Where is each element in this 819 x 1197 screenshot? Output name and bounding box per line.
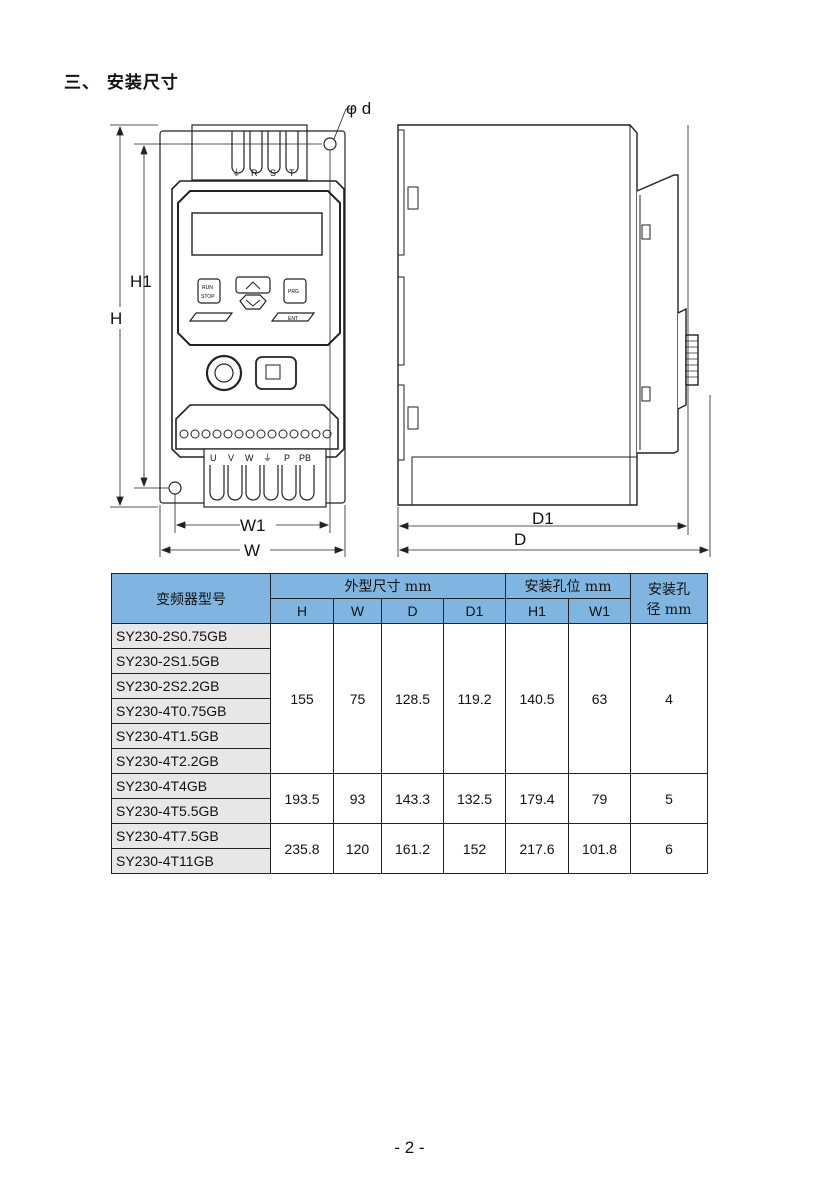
down-button[interactable] [239, 294, 267, 310]
cell-d: 143.3 [381, 773, 444, 824]
cell-h: 155 [270, 623, 334, 774]
cell-h: 235.8 [270, 823, 334, 874]
mounting-hole-top [323, 137, 337, 151]
h-label: H [110, 309, 122, 328]
col-w1: W1 [568, 598, 631, 624]
stop-label: STOP [201, 294, 215, 300]
header-hole-diameter: 安装孔 径 mm [630, 573, 708, 624]
table-row: SY230-2S1.5GB [111, 648, 708, 674]
cell-h1: 217.6 [505, 823, 569, 874]
model-name: SY230-4T11GB [111, 848, 271, 874]
cell-hole: 5 [630, 773, 708, 824]
table-row: SY230-4T0.75GB [111, 698, 708, 724]
cell-w1: 79 [568, 773, 631, 824]
up-button[interactable] [235, 276, 271, 294]
col-d1: D1 [443, 598, 506, 624]
header-outer-dims: 外型尺寸 mm [270, 573, 506, 599]
h1-label: H1 [130, 272, 152, 291]
table-row: SY230-4T11GB [111, 848, 708, 874]
table-row: SY230-4T5.5GB [111, 798, 708, 824]
potentiometer-knob[interactable] [205, 354, 243, 392]
terminal-label: U [210, 453, 217, 463]
run-stop-button[interactable] [197, 278, 221, 304]
model-name: SY230-2S0.75GB [111, 623, 271, 649]
terminal-label: P [284, 453, 290, 463]
terminal-label: ⏚ [263, 453, 272, 463]
terminal-label: PB [299, 453, 311, 463]
table-row: SY230-4T2.2GB [111, 748, 708, 774]
phi-d-label: φ d [346, 99, 371, 118]
cell-hole: 6 [630, 823, 708, 874]
d1-label: D1 [532, 509, 554, 528]
cell-d1: 119.2 [443, 623, 506, 774]
bottom-terminal-labels: U V W ⏚ P PB [210, 453, 311, 463]
model-name: SY230-4T2.2GB [111, 748, 271, 774]
cell-w: 75 [333, 623, 382, 774]
dimension-drawing: ⏚ R S T U V W ⏚ P PB RUN STOP PRG ENT [100, 95, 720, 570]
cell-w: 120 [333, 823, 382, 874]
left-shift-button[interactable] [188, 312, 234, 322]
header-mount-holes: 安装孔位 mm [505, 573, 631, 599]
model-name: SY230-4T7.5GB [111, 823, 271, 849]
cell-d1: 132.5 [443, 773, 506, 824]
model-name: SY230-4T5.5GB [111, 798, 271, 824]
ent-button[interactable] [270, 312, 316, 322]
cell-w1: 63 [568, 623, 631, 774]
model-name: SY230-2S2.2GB [111, 673, 271, 699]
front-view [159, 124, 346, 508]
cell-d: 128.5 [381, 623, 444, 774]
model-name: SY230-4T1.5GB [111, 723, 271, 749]
prg-button[interactable] [283, 278, 307, 304]
terminal-label: W [245, 453, 254, 463]
header-model: 变频器型号 [111, 573, 271, 624]
terminal-label: ⏚ [232, 168, 241, 178]
col-d: D [381, 598, 444, 624]
w-label: W [244, 541, 260, 560]
top-terminal-labels: ⏚ R S T [232, 168, 295, 178]
run-label: RUN [202, 285, 213, 291]
cell-h: 193.5 [270, 773, 334, 824]
dimension-table: 变频器型号 外型尺寸 mm 安装孔位 mm 安装孔 径 mm H W D D1 … [111, 573, 708, 874]
cell-w: 93 [333, 773, 382, 824]
ent-label: ENT [288, 316, 298, 322]
cell-w1: 101.8 [568, 823, 631, 874]
cell-d1: 152 [443, 823, 506, 874]
table-row: SY230-4T7.5GB 235.8 120 161.2 152 217.6 … [111, 823, 708, 874]
cell-d: 161.2 [381, 823, 444, 874]
model-name: SY230-4T0.75GB [111, 698, 271, 724]
terminal-label: V [228, 453, 234, 463]
cell-hole: 4 [630, 623, 708, 774]
model-name: SY230-4T4GB [111, 773, 271, 799]
comm-port [255, 356, 297, 390]
side-view [397, 124, 699, 506]
terminal-label: S [270, 168, 276, 178]
page-number: - 2 - [394, 1138, 425, 1157]
terminal-label: R [251, 168, 258, 178]
model-name: SY230-2S1.5GB [111, 648, 271, 674]
section-title: 三、 安装尺寸 [64, 73, 179, 93]
table-row: SY230-2S0.75GB 155 75 128.5 119.2 140.5 … [111, 623, 708, 774]
terminal-label: T [289, 168, 295, 178]
w1-label: W1 [240, 516, 266, 535]
table-row: SY230-4T1.5GB [111, 723, 708, 749]
cell-h1: 179.4 [505, 773, 569, 824]
cell-h1: 140.5 [505, 623, 569, 774]
prg-label: PRG [288, 289, 299, 295]
col-w: W [333, 598, 382, 624]
d-label: D [514, 530, 526, 549]
col-h1: H1 [505, 598, 569, 624]
col-h: H [270, 598, 334, 624]
table-row: SY230-4T4GB 193.5 93 143.3 132.5 179.4 7… [111, 773, 708, 824]
